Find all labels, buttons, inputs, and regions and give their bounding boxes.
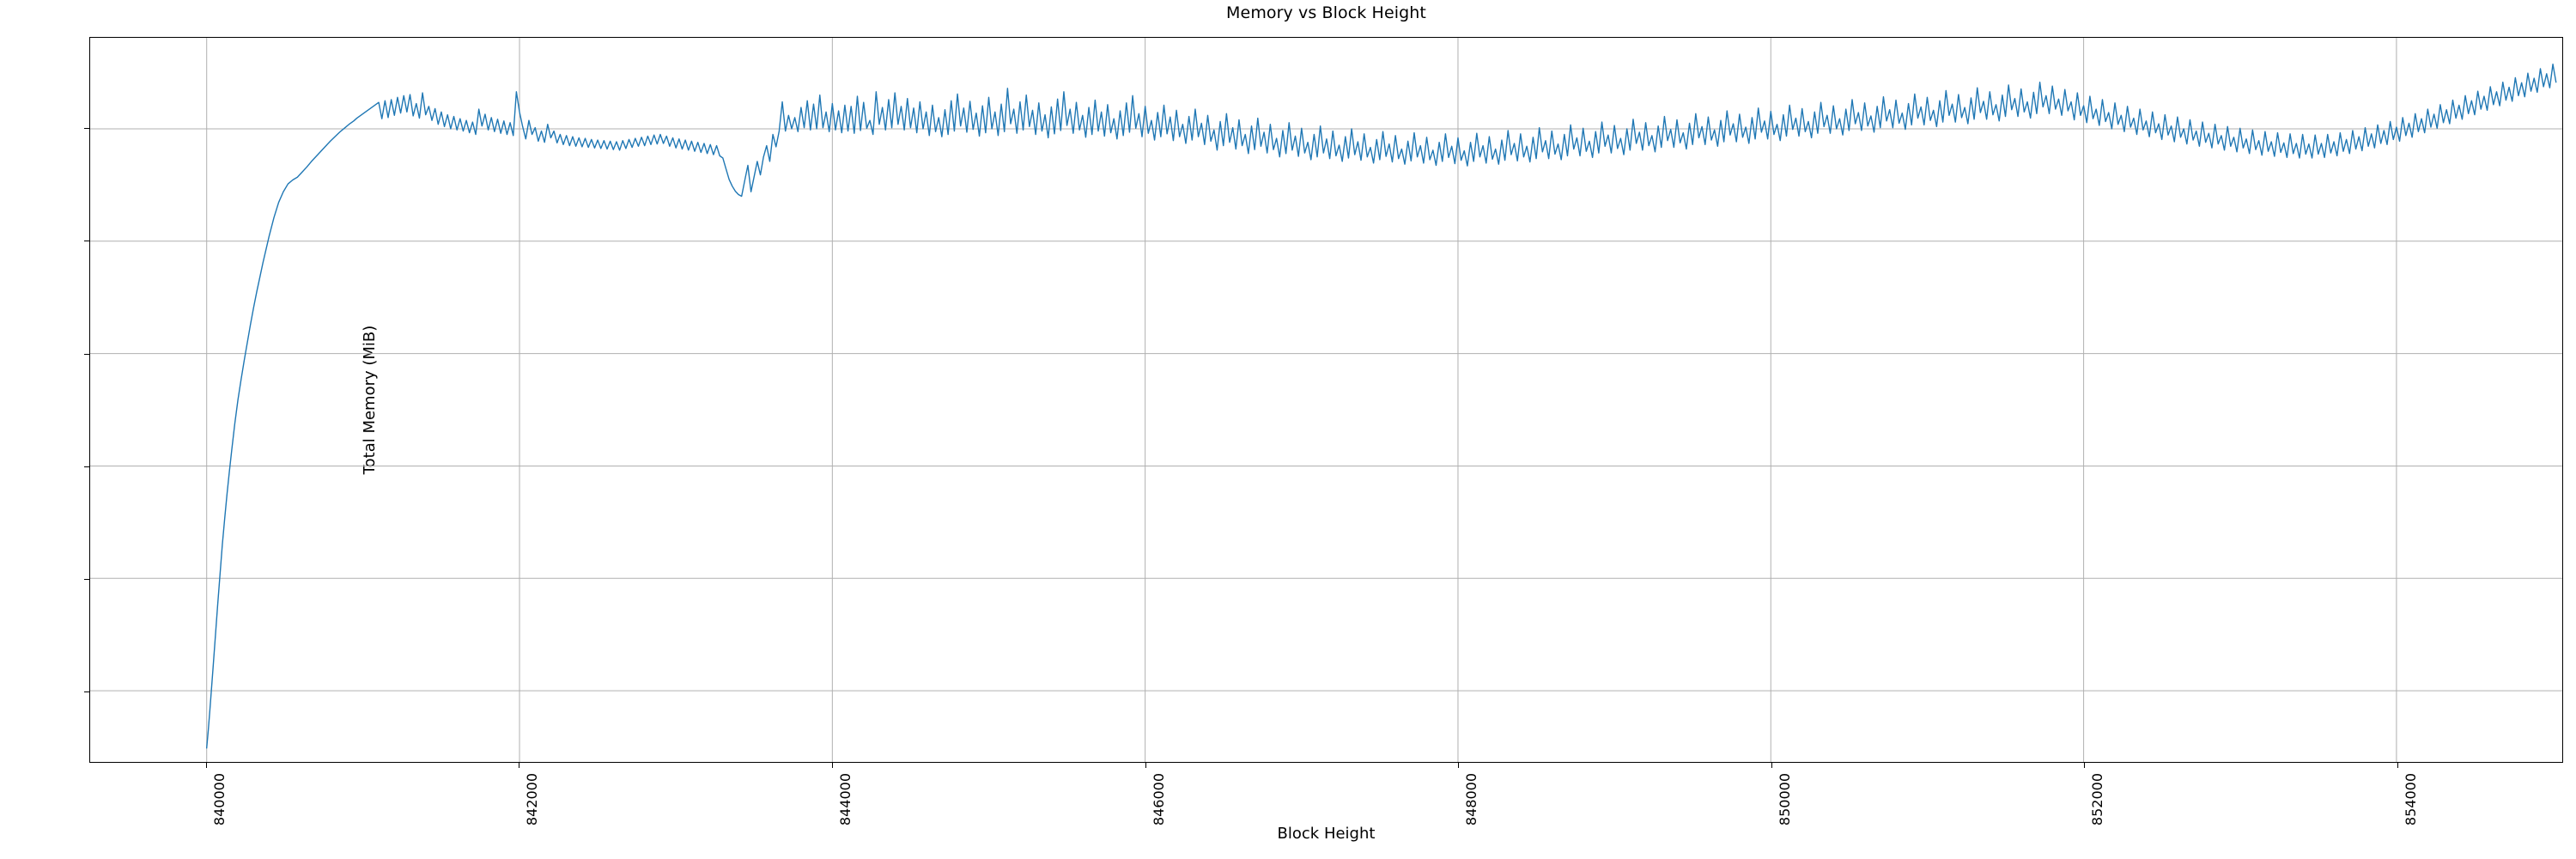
x-tick-label: 840000 <box>210 773 228 826</box>
y-tick-mark <box>84 578 89 580</box>
x-tick-mark <box>831 763 833 768</box>
x-tick-mark <box>1145 763 1146 768</box>
y-tick-mark <box>84 466 89 467</box>
x-tick-label: 854000 <box>2402 773 2419 826</box>
x-axis-label: Block Height <box>1277 825 1376 843</box>
plot-area <box>89 37 2563 763</box>
x-tick-mark <box>205 763 207 768</box>
data-series-line <box>207 64 2556 748</box>
data-line-layer <box>90 38 2562 762</box>
x-tick-label: 842000 <box>524 773 541 826</box>
x-tick-mark <box>1771 763 1772 768</box>
x-tick-mark <box>1458 763 1460 768</box>
x-tick-mark <box>2397 763 2398 768</box>
chart-title: Memory vs Block Height <box>1226 3 1426 22</box>
y-tick-mark <box>84 691 89 692</box>
x-tick-label: 846000 <box>1150 773 1167 826</box>
y-tick-mark <box>84 353 89 355</box>
x-tick-label: 850000 <box>1776 773 1793 826</box>
x-tick-label: 848000 <box>1463 773 1480 826</box>
x-axis-ticks: 840000 842000 844000 846000 848000 850000 8520… <box>89 763 2563 854</box>
y-axis-label-wrapper: Total Memory (MiB) <box>12 37 379 763</box>
x-tick-mark <box>2084 763 2086 768</box>
x-tick-label: 844000 <box>836 773 854 826</box>
y-tick-mark <box>84 128 89 130</box>
x-tick-label: 852000 <box>2089 773 2106 826</box>
